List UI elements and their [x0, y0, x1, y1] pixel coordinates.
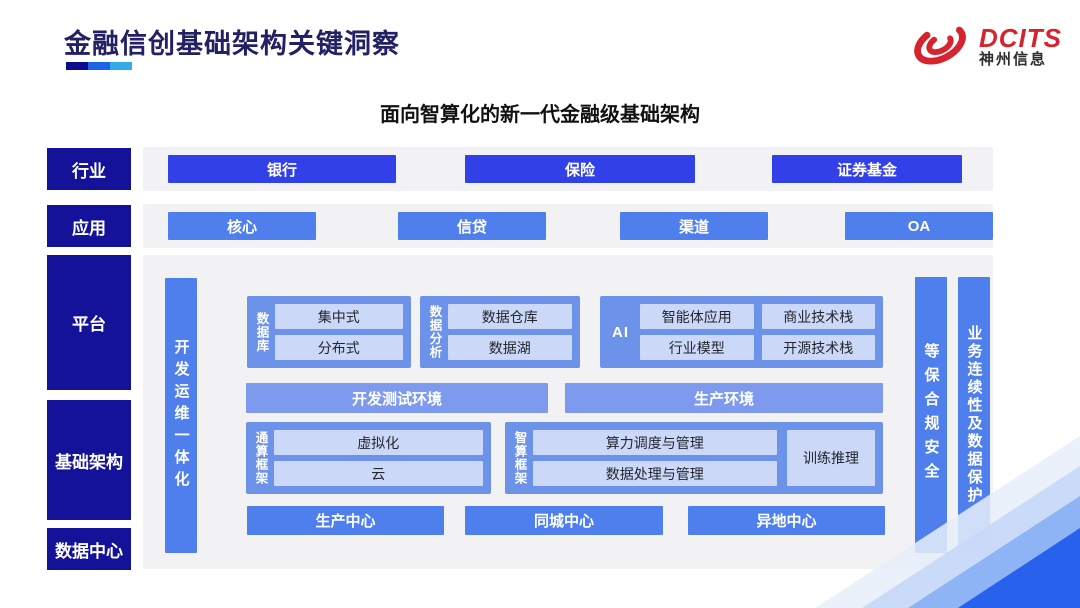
business-continuity-bar: 业务连续性及数据保护 [958, 277, 990, 553]
center-remote: 异地中心 [688, 506, 885, 535]
rail-label-datacenter: 数据中心 [47, 528, 131, 570]
industry-item-insurance: 保险 [465, 155, 695, 183]
underline-segment-mid [88, 62, 110, 70]
industry-item-bank: 银行 [168, 155, 396, 183]
industry-item-securities: 证券基金 [772, 155, 962, 183]
security-compliance-bar: 等保合规安全 [915, 277, 947, 553]
smart-compute-label: 智算框架 [512, 431, 527, 485]
diagram-subtitle: 面向智算化的新一代金融级基础架构 [380, 104, 700, 126]
company-logo: DCITS 神州信息 [909, 18, 1062, 75]
ai-block-label: AI [612, 323, 629, 341]
general-compute-item-cloud: 云 [273, 461, 483, 486]
ai-item-industry-model: 行业模型 [640, 335, 754, 360]
smart-compute-block: 智算框架 算力调度与管理 数据处理与管理 训练推理 [505, 422, 883, 494]
logo-subbrand-text: 神州信息 [979, 51, 1048, 69]
logo-brand-text: DCITS [979, 22, 1062, 53]
application-item-oa: OA [845, 212, 993, 240]
page-title: 金融信创基础架构关键洞察 [64, 29, 400, 59]
title-underline [66, 62, 132, 70]
application-row: 核心 信贷 渠道 OA [143, 204, 993, 248]
dev-test-env-bar: 开发测试环境 [246, 383, 548, 413]
smart-compute-item-dataproc: 数据处理与管理 [532, 461, 777, 486]
application-item-channel: 渠道 [620, 212, 768, 240]
rail-label-industry: 行业 [47, 148, 131, 190]
rail-label-application: 应用 [47, 205, 131, 247]
application-item-core: 核心 [168, 212, 316, 240]
analytics-item-warehouse: 数据仓库 [447, 304, 572, 329]
logo-swirl-icon [909, 18, 971, 75]
analytics-block-label: 数据分析 [427, 305, 442, 359]
database-item-distributed: 分布式 [274, 335, 403, 360]
rail-label-infrastructure: 基础架构 [47, 400, 131, 520]
database-item-centralized: 集中式 [274, 304, 403, 329]
industry-row: 银行 保险 证券基金 [143, 147, 993, 191]
analytics-item-lake: 数据湖 [447, 335, 572, 360]
database-block-label: 数据库 [254, 311, 269, 353]
ai-item-commercial-stack: 商业技术栈 [761, 304, 875, 329]
general-compute-item-virtualization: 虚拟化 [273, 430, 483, 455]
rail-label-platform: 平台 [47, 255, 131, 390]
general-compute-block: 通算框架 虚拟化 云 [246, 422, 491, 494]
database-block: 数据库 集中式 分布式 [247, 296, 411, 368]
training-inference-box: 训练推理 [787, 430, 875, 486]
analytics-block: 数据分析 数据仓库 数据湖 [420, 296, 580, 368]
ai-item-opensource-stack: 开源技术栈 [761, 335, 875, 360]
platform-area: 开发运维一体化 数据库 集中式 分布式 数据分析 数据仓库 数据湖 AI 智能体… [143, 255, 993, 569]
underline-segment-light [110, 62, 132, 70]
ai-block: AI 智能体应用 商业技术栈 行业模型 开源技术栈 [600, 296, 883, 368]
ai-item-agent-app: 智能体应用 [640, 304, 754, 329]
application-item-credit: 信贷 [398, 212, 546, 240]
underline-segment-dark [66, 62, 88, 70]
center-production: 生产中心 [247, 506, 444, 535]
center-same-city: 同城中心 [465, 506, 663, 535]
general-compute-label: 通算框架 [253, 431, 268, 485]
devops-bar: 开发运维一体化 [165, 278, 197, 553]
smart-compute-item-scheduling: 算力调度与管理 [532, 430, 777, 455]
production-env-bar: 生产环境 [565, 383, 883, 413]
